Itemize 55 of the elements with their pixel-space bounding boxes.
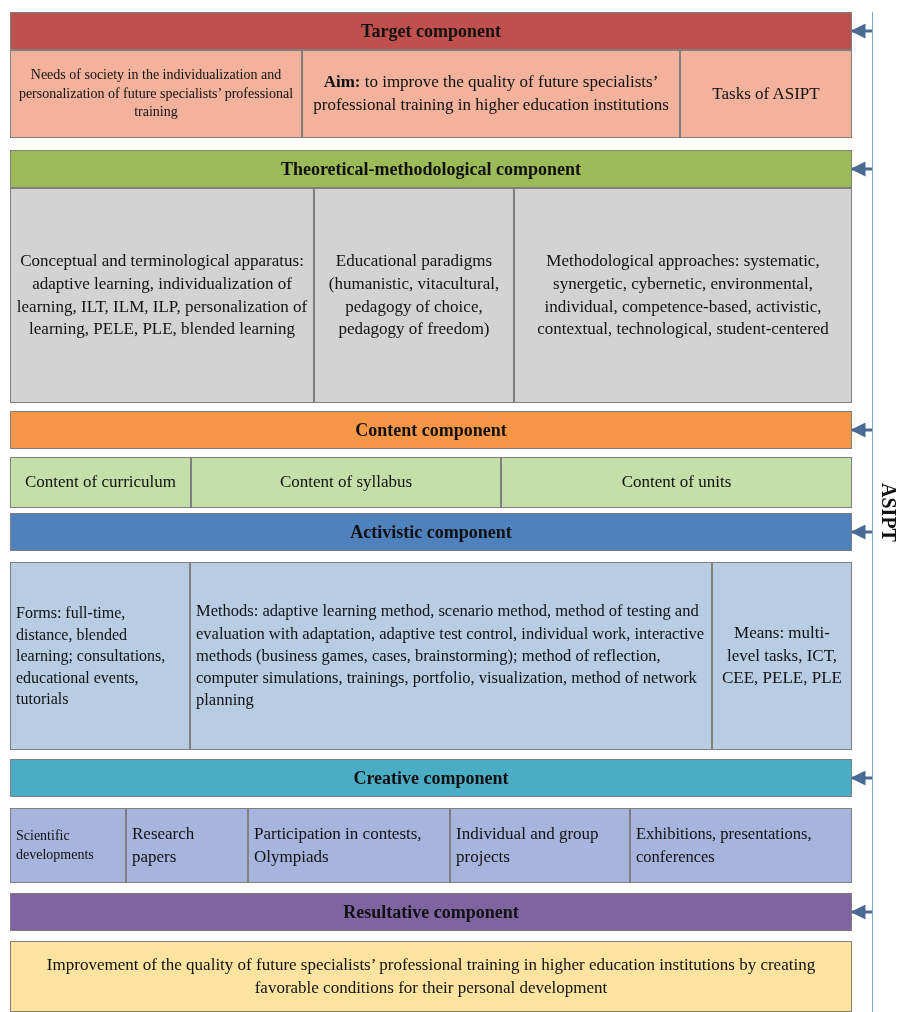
text-box (10, 562, 190, 750)
box-text: Means: multi-level tasks, ICT, CEE, PELE, PLE (721, 621, 843, 690)
header-band (10, 150, 852, 188)
box-text: Aim: to improve the quality of future specialists’ professional training in higher education institutions (312, 71, 670, 116)
box-text: Methods: adaptive learning method, scenario method, method of testing and evaluation with adaptation, adaptive test control, individual work, interactive methods (business games, cases, brainstorming); method of reflection, computer simulations, trainings, portfolio, visualization, method of network planning (196, 600, 706, 712)
text-box (126, 808, 248, 883)
side-label: ASIPT (876, 482, 901, 542)
box-text: Forms: full-time, distance, blended learning; consultations, educational events, tutorials (16, 603, 167, 710)
header-text: Content component (355, 418, 507, 442)
text-box (10, 808, 126, 883)
header-text: Activistic component (350, 520, 512, 544)
text-box (10, 50, 302, 138)
box-text: Content of units (621, 471, 732, 494)
header-text: Theoretical-methodological component (280, 157, 582, 181)
header-band (10, 513, 852, 551)
header-text: Resultative component (343, 900, 519, 924)
text-box (10, 941, 852, 1012)
box-text: Individual and group projects (456, 822, 600, 868)
text-box (630, 808, 852, 883)
arrow (850, 161, 872, 177)
text-box (501, 457, 852, 508)
text-box (10, 188, 314, 403)
box-text: Content of syllabus (279, 471, 413, 494)
box-text: Needs of society in the individualization and personalization of future specialists’ professional training (17, 65, 295, 122)
text-box (712, 562, 852, 750)
header-text: Creative component (353, 766, 509, 790)
box-text: Improvement of the quality of future specialists’ professional training in higher education institutions by creating favorable conditions for their personal development (45, 953, 817, 999)
box-text: Research papers (132, 822, 196, 868)
text-box (314, 188, 514, 403)
header-band (10, 12, 852, 50)
arrow (850, 422, 872, 438)
text-box (248, 808, 450, 883)
text-box (10, 457, 191, 508)
arrow (850, 23, 872, 39)
header-band (10, 411, 852, 449)
box-text: Scientific developments (16, 826, 95, 864)
box-text: Methodological approaches: systematic, synergetic, cybernetic, environmental, individual, competence-based, activistic, contextual, technological, student-centered (536, 249, 830, 341)
text-box (450, 808, 630, 883)
text-box (680, 50, 852, 138)
box-text: Content of curriculum (24, 471, 177, 494)
box-text: Exhibitions, presentations, conferences (636, 823, 813, 868)
text-box (302, 50, 680, 138)
header-band (10, 893, 852, 931)
header-text: Target component (361, 19, 501, 43)
arrow (850, 770, 872, 786)
text-box (514, 188, 852, 403)
text-box (190, 562, 712, 750)
arrow (850, 524, 872, 540)
box-text: Participation in contests, Olympiads (254, 822, 423, 868)
text-box (191, 457, 501, 508)
header-band (10, 759, 852, 797)
box-text: Educational paradigms (humanistic, vitacultural, pedagogy of choice, pedagogy of freedom) (327, 249, 501, 341)
box-text: Conceptual and terminological apparatus: adaptive learning, individualization of learning, ILT, ILM, ILP, personalization of learning, PELE, PLE, blended learning (16, 249, 308, 341)
arrow (850, 904, 872, 920)
box-text: Tasks of ASIPT (712, 82, 820, 105)
